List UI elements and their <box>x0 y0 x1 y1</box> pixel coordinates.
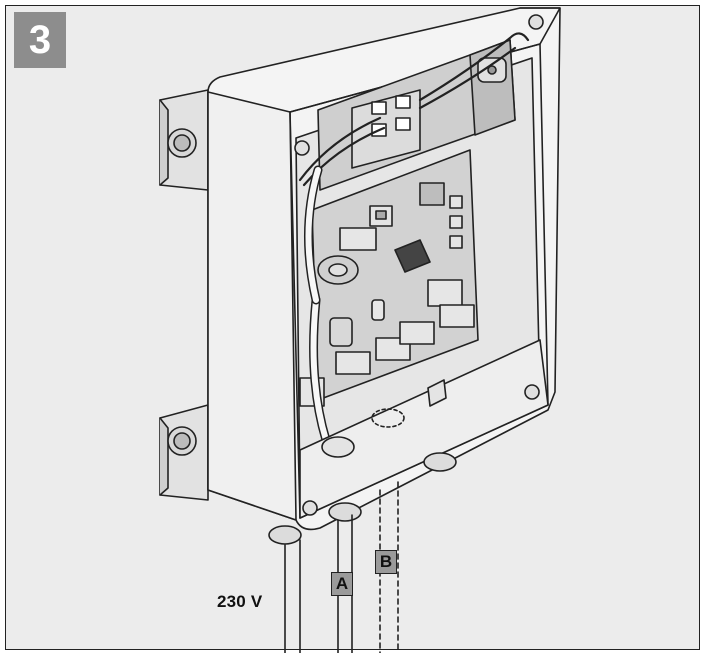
corner-screws <box>294 14 544 516</box>
supply-voltage-label: 230 V <box>217 592 263 611</box>
step-number-badge: 3 <box>14 12 66 68</box>
terminal-block-top <box>351 89 421 169</box>
mounting-bracket-lower <box>159 404 209 501</box>
cable-glands <box>268 452 457 545</box>
cable-b-label: B <box>375 550 397 574</box>
internal-wiring <box>298 32 530 187</box>
circuit-board <box>299 149 479 407</box>
box-floor <box>299 339 549 519</box>
cable-a-entry <box>304 165 331 445</box>
mounting-bracket-upper <box>159 89 209 191</box>
cable-a-label: A <box>331 572 353 596</box>
supply-cable-230v <box>284 539 301 653</box>
